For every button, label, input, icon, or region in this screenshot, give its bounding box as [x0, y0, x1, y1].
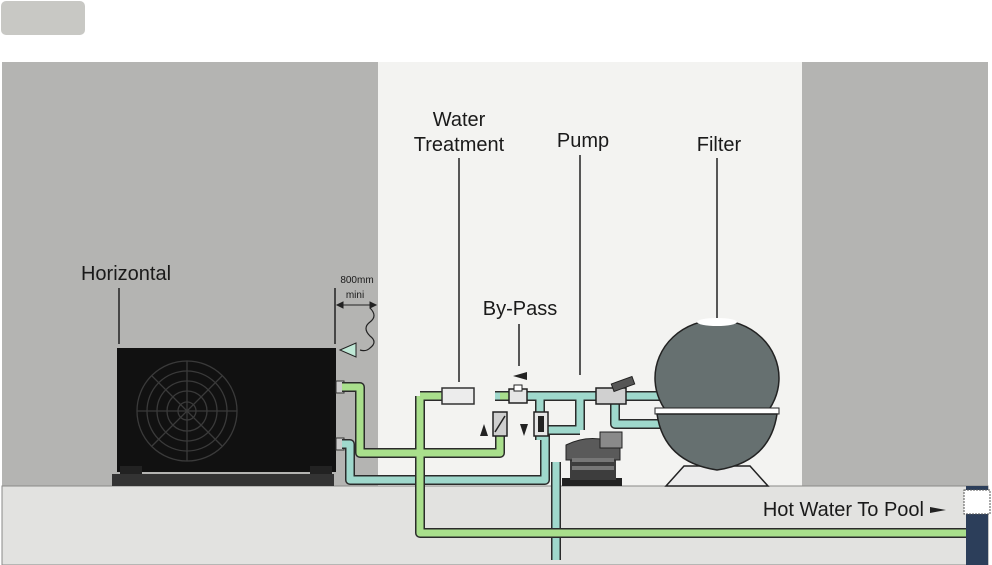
horizontal-label: Horizontal: [81, 263, 171, 285]
clearance-dimension: [335, 301, 378, 309]
bypass-valve-top: [508, 384, 528, 404]
pool-wall: [963, 486, 991, 565]
bypass-valve-right: [533, 411, 549, 437]
title-placeholder-chip: [1, 1, 85, 35]
airflow-wave: [359, 307, 375, 352]
clearance-value: 800mm: [340, 275, 373, 286]
pump-label: Pump: [557, 130, 609, 152]
fan-grille-icon: [136, 360, 238, 462]
water-treatment-label: Water: [433, 109, 486, 131]
pump-unit: [562, 431, 623, 486]
hot-water-label: Hot Water To Pool: [763, 499, 924, 521]
airflow-arrow-icon: [338, 342, 357, 358]
filter-valve: [595, 375, 636, 405]
filter-tank: [654, 318, 780, 487]
water-treatment-unit: [441, 387, 475, 405]
heat-pump-unit: [112, 348, 336, 486]
bypass-label: By-Pass: [483, 298, 557, 320]
clearance-unit: mini: [346, 290, 364, 301]
filter-label: Filter: [697, 134, 742, 156]
water-treatment-label-2: Treatment: [414, 134, 505, 156]
flow-arrow-down-icon: [520, 424, 528, 436]
bypass-valve-left: [492, 411, 508, 437]
floor-slab: [1, 485, 989, 565]
hot-water-arrow-icon: [930, 507, 946, 513]
flow-arrow-up-icon: [480, 424, 488, 436]
flow-arrow-icon: [513, 372, 527, 380]
hot-water-pipe: [342, 382, 988, 538]
